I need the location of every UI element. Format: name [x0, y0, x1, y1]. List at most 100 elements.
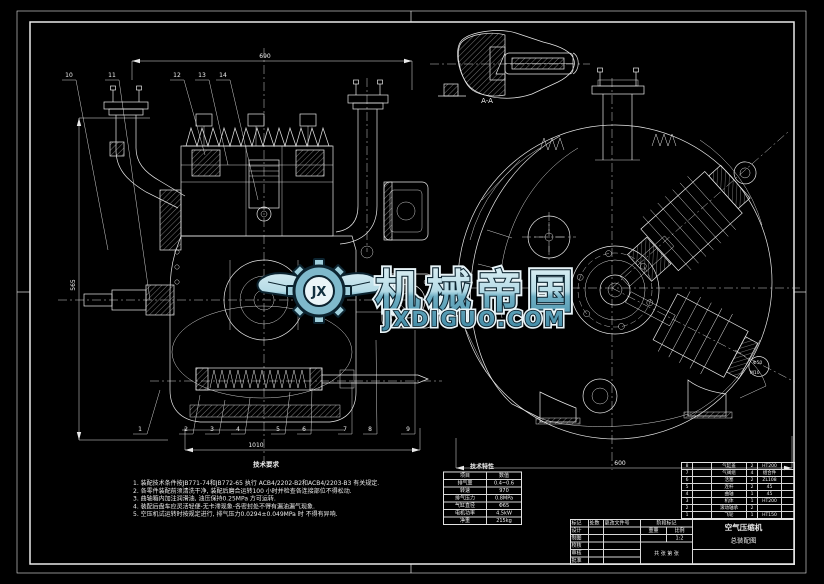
front-section-view — [58, 48, 448, 462]
bom-cell — [781, 490, 795, 498]
sign-label: 更改文件号 — [603, 519, 641, 527]
cooling-fins — [185, 126, 330, 148]
bom-cell — [692, 462, 712, 470]
discharge-pipe — [335, 79, 389, 259]
note-line: 5. 空压机试运转时按规定进行, 排气压力0.0294±0.049MPa 时 不… — [133, 510, 338, 518]
bom-cell: 7 — [681, 469, 693, 477]
title-block-signatures: 标记 处数 更改文件号 设计 制图 校核 审核 批准 — [570, 519, 641, 565]
param-cell: 215kg — [486, 517, 522, 525]
valve-caps — [195, 113, 317, 146]
bom-cell — [781, 504, 795, 512]
bom-cell: 2 — [746, 483, 758, 491]
bom-cell: 4 — [681, 490, 693, 498]
sheet-frame — [16, 10, 807, 574]
balloon-label: 8 — [368, 426, 372, 433]
bom-cell: 8 — [681, 462, 693, 470]
centerlines — [58, 48, 448, 462]
annotation-label: Φ50 — [753, 360, 762, 366]
param-table-title: 技术特性 — [469, 463, 494, 470]
bom-cell — [692, 511, 712, 519]
sign-label: 批准 — [570, 557, 589, 565]
balloon-label: 9 — [406, 426, 410, 433]
sign-label: 标记 — [570, 519, 589, 527]
drawing-subname: 总装配图 — [730, 537, 757, 545]
balloon-label: 2 — [184, 426, 188, 433]
svg-text:JXDIGUO.COM: JXDIGUO.COM — [382, 307, 567, 331]
crankshaft-nose — [83, 284, 175, 316]
note-line: 2. 各零件装配前须清洗干净, 装配后磨合运转100 小时并检查各连接部位不得松… — [133, 487, 352, 495]
param-cell: 排气量 — [443, 479, 487, 487]
balloon-label: 3 — [210, 426, 214, 433]
balloon-label: 1 — [138, 426, 142, 433]
dimension-label: 565 — [70, 279, 77, 291]
cylinder-upper — [619, 161, 757, 287]
technical-notes: 技术要求 1. 装配技术条件按JB771-74和JB772-65 执行 ACB4… — [133, 459, 453, 518]
bom-cell: 45 — [757, 490, 782, 498]
sign-label: 处数 — [588, 519, 604, 527]
title-block-middle: 阶段标记 重量 比例 1:2 共 张 第 张 — [640, 519, 693, 565]
notes-title: 技术要求 — [253, 461, 280, 469]
dimension-label: 1010 — [248, 442, 263, 449]
balloon-label: 4 — [236, 426, 240, 433]
idler-pulley — [527, 215, 571, 259]
bom-cell: 连杆 — [711, 483, 747, 491]
note-line: 4. 装配后盘车应灵活轻便-无卡滞现象-各密封处不得有漏油漏气现象. — [133, 502, 315, 510]
oil-pump — [195, 367, 429, 391]
param-cell: 0.4~0.6 — [486, 479, 522, 487]
balloon-label: 13 — [198, 72, 206, 79]
watermark-initials: JX — [311, 285, 327, 300]
rear-bearing-flange — [356, 273, 435, 329]
bom-cell: 2 — [746, 476, 758, 484]
balloon-label: 7 — [343, 426, 347, 433]
bom-cell — [757, 504, 782, 512]
balloon-label: 14 — [219, 72, 227, 79]
mounting-feet — [473, 329, 767, 427]
bom-cell — [692, 469, 712, 477]
intake-manifold — [470, 133, 677, 331]
bom-cell — [781, 483, 795, 491]
crankcase — [169, 235, 357, 431]
bom-cell: 4 — [746, 469, 758, 477]
bom-cell — [781, 469, 795, 477]
bom-cell: 曲轴 — [711, 490, 747, 498]
bom-cell — [692, 490, 712, 498]
bom-cell: HT200 — [757, 462, 782, 470]
param-cell: 电机功率 — [443, 509, 487, 517]
weight-label: 重量 — [640, 527, 667, 535]
watermark-domain: JXDIGUO.COM — [382, 307, 567, 331]
sign-label: 制图 — [570, 534, 589, 542]
bom-cell — [692, 497, 712, 505]
title-block: 标记 处数 更改文件号 设计 制图 校核 审核 批准 — [570, 519, 795, 565]
svg-text:机械帝国: 机械帝国 — [375, 265, 579, 318]
section-label: A-A — [481, 97, 493, 105]
bom-cell — [781, 476, 795, 484]
stage-label: 阶段标记 — [640, 519, 693, 527]
param-cell: 4.5kW — [486, 509, 522, 517]
balloon-label: 12 — [173, 72, 181, 79]
top-pipe-flange — [591, 67, 645, 161]
bom-cell: 组合件 — [757, 469, 782, 477]
bom-cell: 1 — [746, 497, 758, 505]
cylinder-block — [159, 145, 334, 285]
param-cell: 气缸直径 — [443, 502, 487, 510]
param-cell: Φ65 — [486, 502, 522, 510]
bom-cell — [692, 504, 712, 512]
bom-cell: 45 — [757, 483, 782, 491]
balloon-label: 10 — [65, 72, 73, 79]
scale-label: 比例 — [666, 527, 693, 535]
note-line: 1. 装配技术条件按JB771-74和JB772-65 执行 ACB4/2202… — [133, 479, 380, 487]
bom-cell: 2 — [746, 462, 758, 470]
bom-cell: 活塞 — [711, 476, 747, 484]
watermark-brand: 机械帝国 — [375, 265, 579, 318]
sign-label: 设计 — [570, 527, 589, 535]
bom-cell: 1 — [681, 511, 693, 519]
bom-cell — [781, 497, 795, 505]
param-cell: 970 — [486, 487, 522, 495]
suction-flange — [103, 85, 186, 209]
drawing-name: 空气压缩机 — [724, 523, 763, 532]
param-cell: 项目 — [443, 472, 487, 480]
section-detail-aa: A-A — [430, 30, 590, 105]
